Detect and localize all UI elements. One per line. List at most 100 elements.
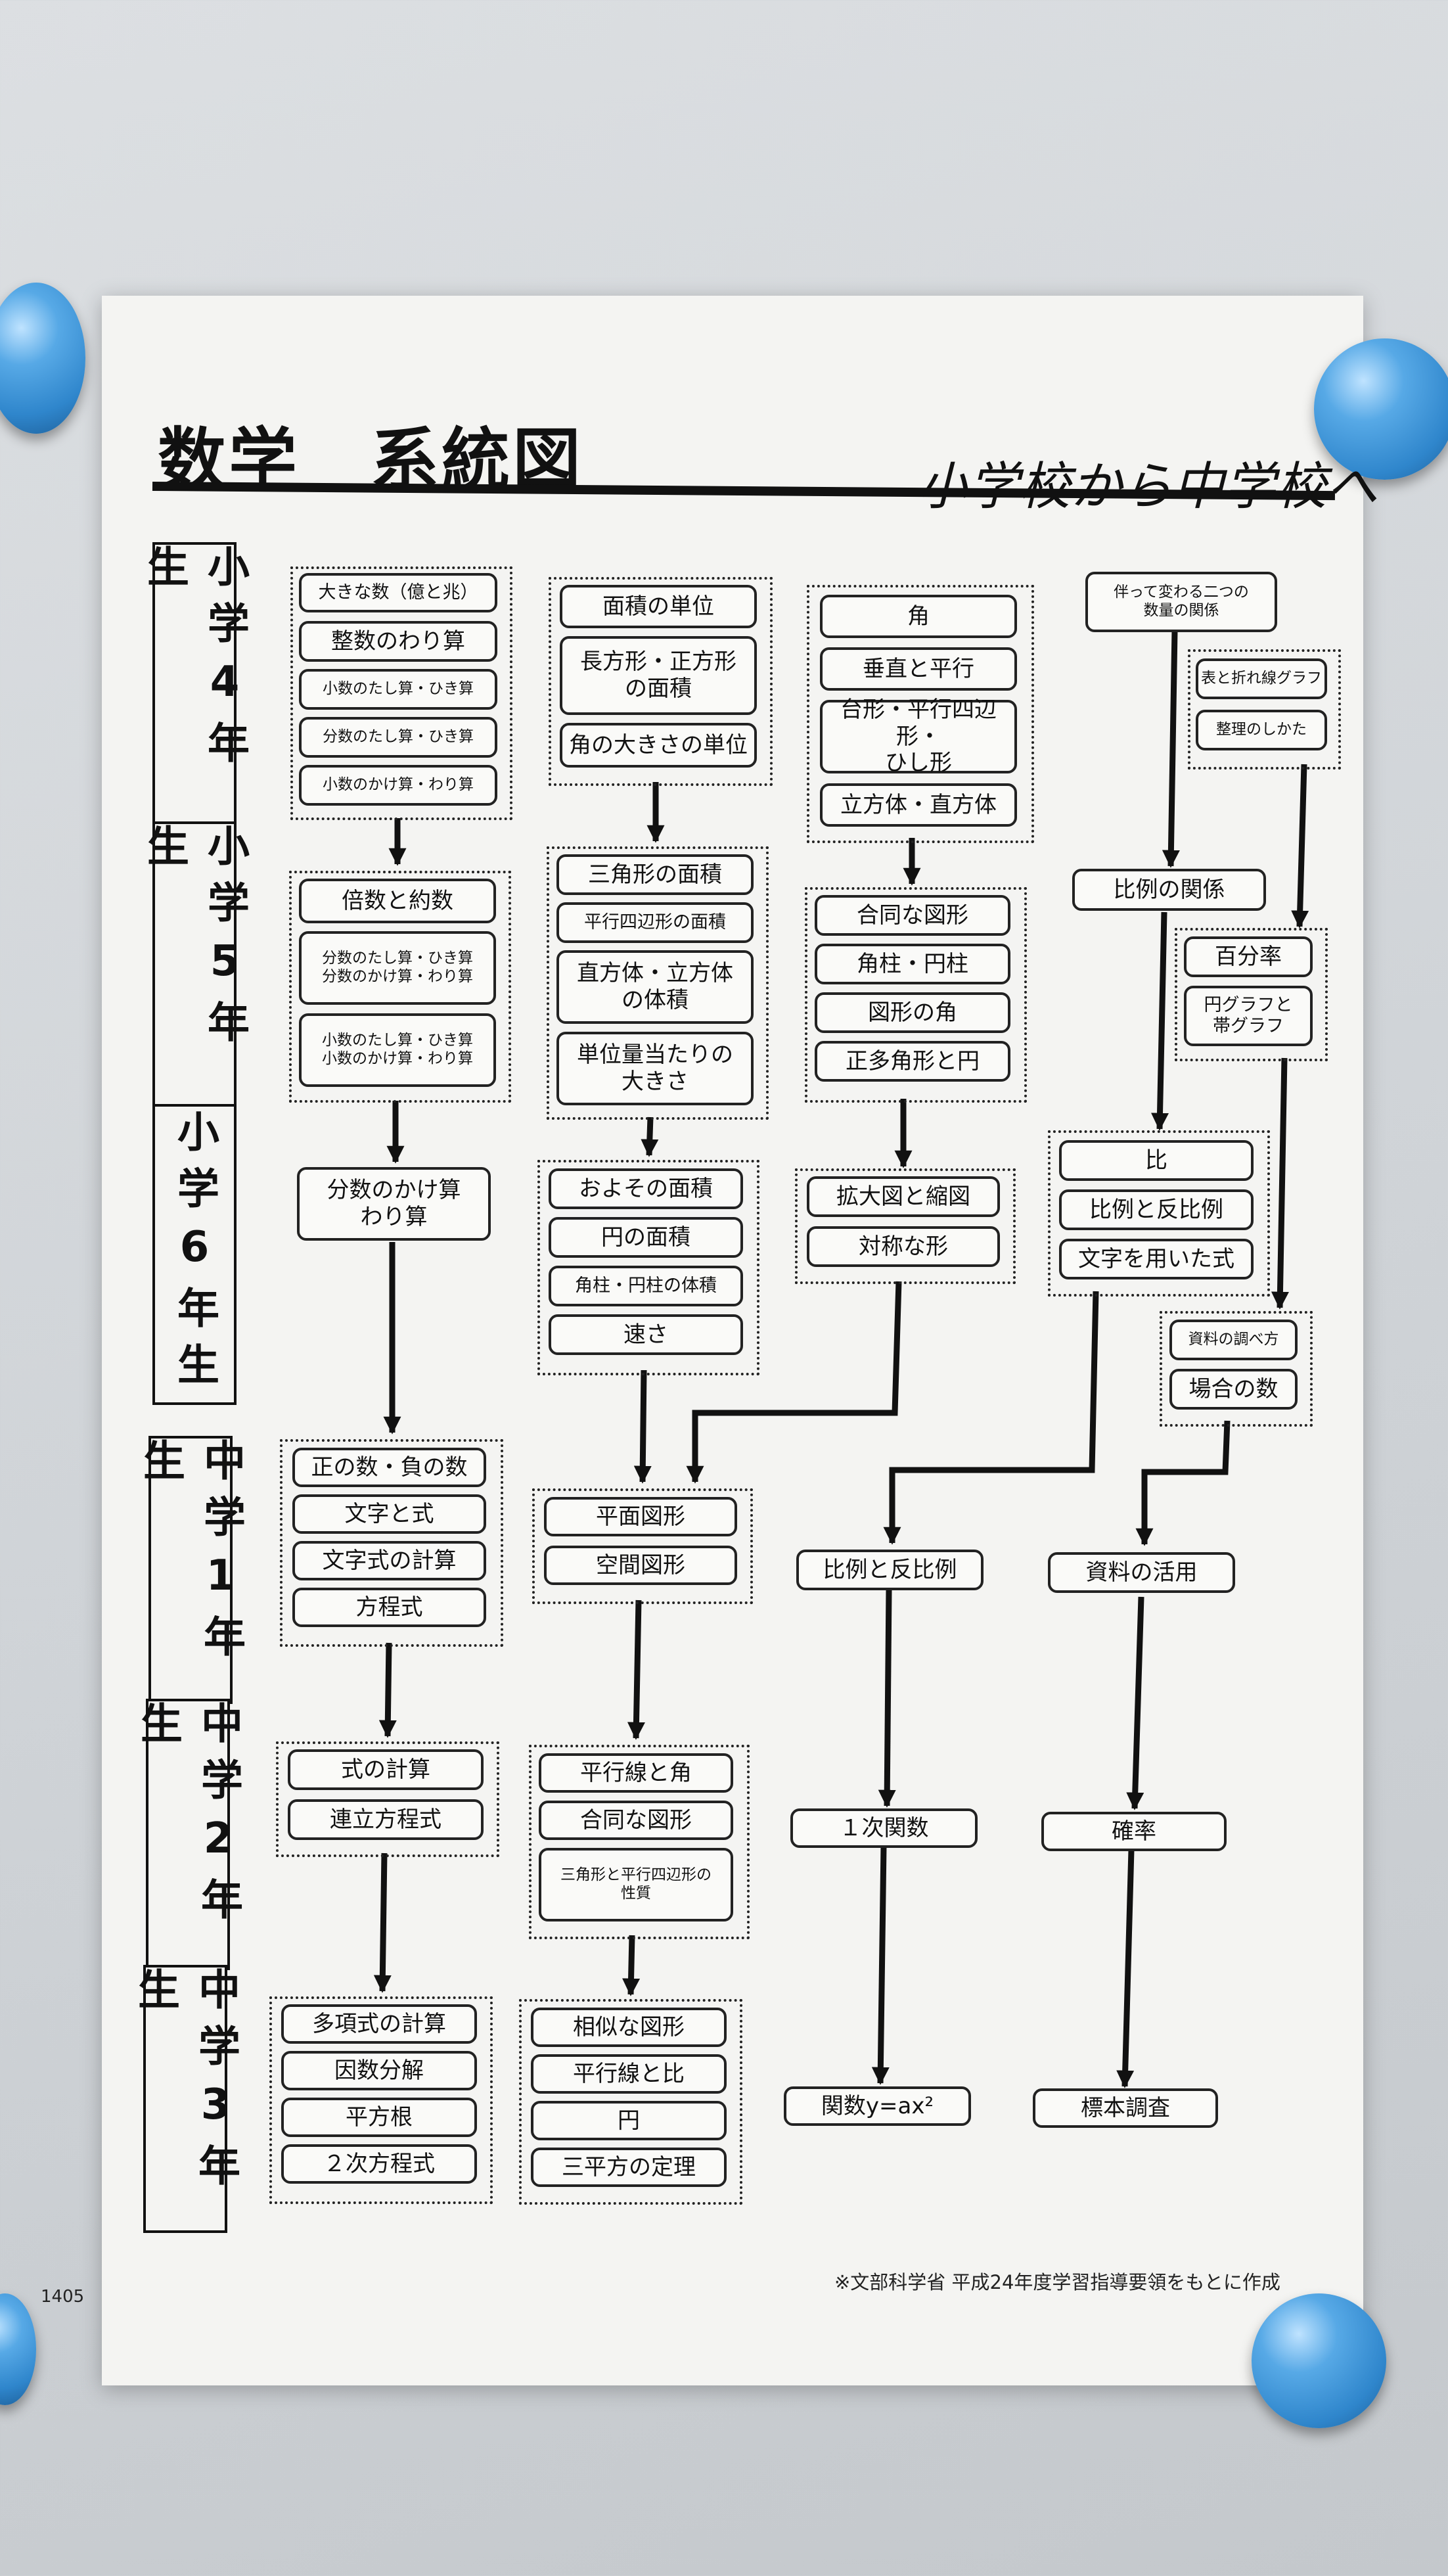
box-circle-j3: 円 xyxy=(531,2101,727,2140)
group-c2-j1 xyxy=(532,1488,753,1604)
box-plane-figures: 平面図形 xyxy=(544,1497,737,1536)
box-large-numbers: 大きな数（億と兆） xyxy=(299,573,497,612)
group-c4-percentage xyxy=(1175,928,1328,1061)
arrow-c2-j1-j2 xyxy=(627,1599,645,1740)
box-factorization: 因数分解 xyxy=(281,2051,477,2090)
box-two-quantities-relation: 伴って変わる二つの 数量の関係 xyxy=(1085,572,1277,632)
arrow-c4-j1-j2 xyxy=(1126,1596,1144,1810)
box-regular-polygon-circle: 正多角形と円 xyxy=(815,1041,1010,1082)
magnet-top-left xyxy=(0,283,85,434)
box-proportion-relation: 比例の関係 xyxy=(1072,869,1266,911)
arrow-c4-ratio-e6 xyxy=(1151,911,1169,1131)
box-cube-cuboid: 立方体・直方体 xyxy=(820,783,1017,827)
page-subtitle: 小学校から中学校へ xyxy=(916,457,1378,517)
arrow-c4-rel-ratio xyxy=(1162,630,1180,868)
box-pythagorean-theorem: 三平方の定理 xyxy=(531,2148,727,2187)
arrow-c4-graph-pct xyxy=(1291,764,1309,929)
box-prism-cylinder-volume: 角柱・円柱の体積 xyxy=(549,1266,743,1306)
group-c4-graphs xyxy=(1188,649,1341,770)
arrow-c3-j2-j3 xyxy=(871,1846,890,2085)
box-parallel-lines-angles: 平行線と角 xyxy=(539,1753,733,1793)
box-number-of-cases: 場合の数 xyxy=(1169,1369,1298,1410)
source-note: ※文部科学省 平成24年度学習指導要領をもとに作成 xyxy=(834,2271,1280,2293)
box-expression-calculation: 式の計算 xyxy=(288,1749,484,1790)
box-proportion-inverse-e6: 比例と反比例 xyxy=(1059,1189,1254,1230)
box-pie-band-graph: 円グラフと 帯グラフ xyxy=(1184,986,1313,1046)
box-parallel-lines-ratio: 平行線と比 xyxy=(531,2054,727,2094)
box-per-unit-quantity: 単位量当たりの 大きさ xyxy=(556,1032,754,1105)
group-c1-j2 xyxy=(276,1741,499,1857)
arrow-c4-e6-to-c3-j1 xyxy=(883,1291,1099,1545)
box-multiples-divisors: 倍数と約数 xyxy=(299,879,496,923)
arrow-c3-e6-to-c2-j1 xyxy=(686,1281,902,1484)
magnet-bottom-right xyxy=(1252,2293,1386,2428)
box-area-units: 面積の単位 xyxy=(560,585,757,628)
grade-label-e6: 小学6年生 xyxy=(152,1104,237,1405)
box-symmetric-shapes: 対称な形 xyxy=(807,1226,1000,1267)
box-fraction-mul-div: 分数のかけ算 わり算 xyxy=(297,1167,491,1241)
arrow-c1-j2-j3 xyxy=(373,1852,392,1993)
box-sample-survey: 標本調査 xyxy=(1033,2088,1218,2128)
box-prism-cylinder: 角柱・円柱 xyxy=(815,944,1010,984)
group-c3-e5 xyxy=(805,887,1027,1103)
box-integer-division: 整数のわり算 xyxy=(299,621,497,662)
box-figure-angles: 図形の角 xyxy=(815,992,1010,1033)
group-c1-j1 xyxy=(280,1439,503,1647)
group-c2-j3 xyxy=(519,1999,742,2205)
box-approximate-area: およその面積 xyxy=(549,1168,743,1209)
box-circle-area: 円の面積 xyxy=(549,1217,743,1258)
box-angle: 角 xyxy=(820,595,1017,638)
box-decimal-four-ops: 小数のたし算・ひき算 小数のかけ算・わり算 xyxy=(299,1013,496,1087)
box-triangle-parallelogram-properties: 三角形と平行四辺形の 性質 xyxy=(539,1848,733,1921)
box-triangle-area: 三角形の面積 xyxy=(556,854,754,895)
box-expressions-with-letters: 文字を用いた式 xyxy=(1059,1239,1254,1279)
box-equations: 方程式 xyxy=(292,1588,486,1627)
arrow-c2-e6-j1 xyxy=(633,1369,652,1484)
box-square-root: 平方根 xyxy=(281,2098,477,2137)
grade-label-j2: 中学2年生 xyxy=(133,1699,242,1970)
box-data-investigation: 資料の調べ方 xyxy=(1169,1320,1298,1360)
arrow-c1-j1-j2 xyxy=(378,1642,397,1738)
box-simultaneous-equations: 連立方程式 xyxy=(288,1799,484,1840)
group-c1-e4 xyxy=(290,566,512,820)
box-enlargement-reduction: 拡大図と縮図 xyxy=(807,1176,1000,1217)
arrow-c4-j2-j3 xyxy=(1116,1849,1135,2088)
magnet-top-right xyxy=(1314,338,1448,480)
box-probability: 確率 xyxy=(1041,1812,1227,1851)
box-speed: 速さ xyxy=(549,1314,743,1355)
box-trapezoid-parallelogram-rhombus: 台形・平行四辺形・ ひし形 xyxy=(820,697,1017,776)
group-c4-e6-ratio xyxy=(1048,1130,1270,1297)
box-table-line-graph: 表と折れ線グラフ xyxy=(1196,658,1327,699)
group-c3-e6 xyxy=(795,1168,1016,1284)
box-similar-figures: 相似な図形 xyxy=(531,2008,727,2047)
page-code: 1405 xyxy=(41,2287,85,2307)
box-data-utilization: 資料の活用 xyxy=(1048,1552,1235,1593)
box-linear-function: １次関数 xyxy=(790,1808,978,1848)
box-congruent-figures: 合同な図形 xyxy=(815,895,1010,936)
arrow-c4-data-to-j1 xyxy=(1135,1420,1231,1546)
box-fraction-four-ops: 分数のたし算・ひき算 分数のかけ算・わり算 xyxy=(299,931,496,1005)
box-positive-negative: 正の数・負の数 xyxy=(292,1448,486,1487)
box-percentage: 百分率 xyxy=(1184,936,1313,977)
box-parallelogram-area: 平行四辺形の面積 xyxy=(556,902,754,943)
arrow-c3-j1-j2 xyxy=(878,1590,896,1808)
box-rectangle-square-area: 長方形・正方形 の面積 xyxy=(560,636,757,715)
box-solid-figures: 空間図形 xyxy=(544,1546,737,1585)
box-fraction-add-sub: 分数のたし算・ひき算 xyxy=(299,717,497,758)
box-perpendicular-parallel: 垂直と平行 xyxy=(820,647,1017,691)
group-c2-e5 xyxy=(547,846,769,1120)
group-c1-j3 xyxy=(269,1996,493,2204)
box-decimal-add-sub: 小数のたし算・ひき算 xyxy=(299,669,497,710)
arrow-c2-e5-e6 xyxy=(641,1116,659,1157)
group-c2-e4 xyxy=(549,577,773,786)
box-letters-expressions: 文字と式 xyxy=(292,1494,486,1534)
group-c2-e6 xyxy=(537,1160,759,1375)
group-c1-e5 xyxy=(289,871,511,1103)
box-quadratic-function: 関数y=ax² xyxy=(784,2086,971,2126)
box-congruent-figures-j2: 合同な図形 xyxy=(539,1801,733,1840)
box-organizing-data: 整理のしかた xyxy=(1196,710,1327,750)
arrow-c4-pct-data xyxy=(1271,1057,1289,1310)
box-quadratic-equations: ２次方程式 xyxy=(281,2144,477,2184)
box-decimal-mul-div: 小数のかけ算・わり算 xyxy=(299,765,497,806)
